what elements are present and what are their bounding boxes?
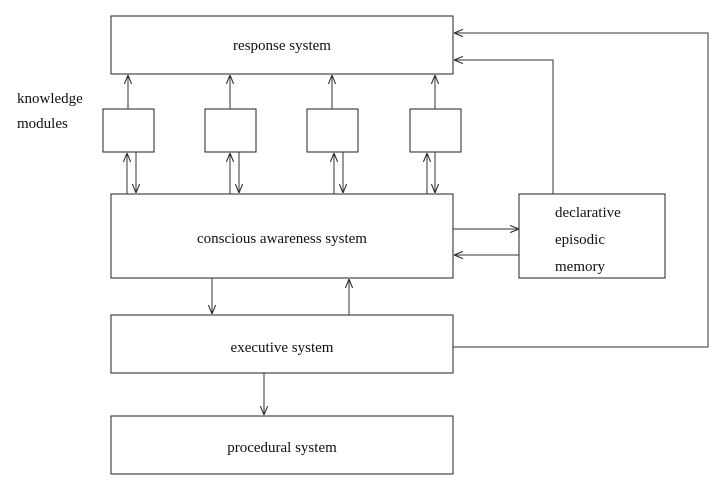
knowledge-module-box-1: [102, 108, 155, 153]
response-system-label: response system: [233, 38, 331, 54]
knowledge-module-box-3: [306, 108, 359, 153]
memory-line: memory: [555, 259, 605, 275]
knowledge-module-box-4: [409, 108, 462, 153]
declarative-line: declarative: [555, 205, 621, 221]
conscious-awareness-system-box: [110, 193, 454, 279]
knowledge-module-box-2: [204, 108, 257, 153]
executive-system-box: [110, 314, 454, 374]
executive-to-response-arrow: [453, 33, 709, 348]
procedural-system-label: procedural system: [227, 440, 337, 456]
declarative-episodic-memory-box: [518, 193, 666, 279]
knowledge-modules-label: knowledge modules: [17, 91, 87, 132]
memory-to-response-arrow: [454, 60, 554, 194]
conscious-awareness-system-label: conscious awareness system: [197, 231, 367, 247]
response-system-box: [110, 15, 454, 75]
executive-system-label: executive system: [231, 340, 334, 356]
episodic-line: episodic: [555, 232, 605, 248]
declarative-episodic-memory-label: declarative episodic memory: [555, 205, 625, 275]
procedural-system-box: [110, 415, 454, 475]
knowledge-modules-line-2: modules: [17, 116, 68, 132]
knowledge-modules-line-1: knowledge: [17, 91, 83, 107]
